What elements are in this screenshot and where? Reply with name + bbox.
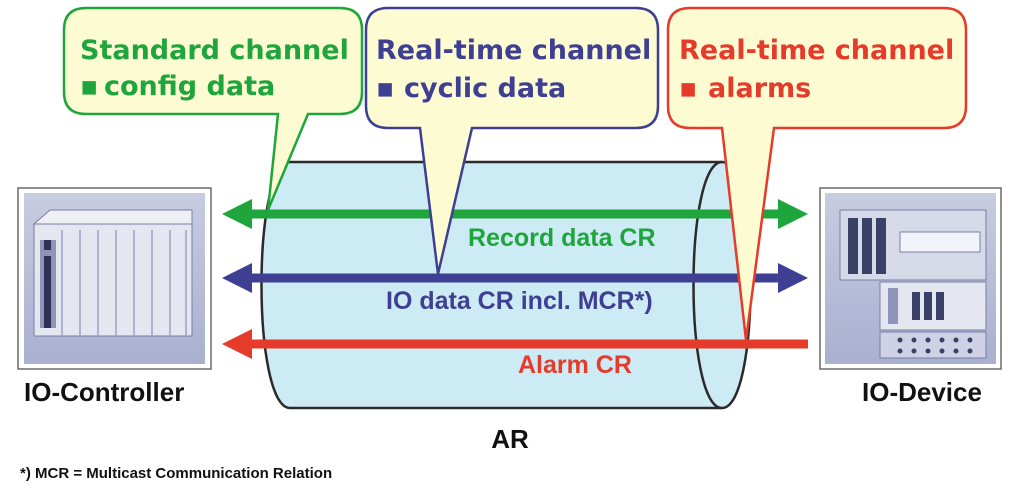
io-device-label: IO-Device — [862, 377, 982, 407]
bubble-alarms-item: alarms — [708, 73, 811, 104]
bubble-alarms-title: Real-time channel — [679, 35, 954, 66]
bubble-realtime-alarms: Real-time channel ▪ alarms — [666, 6, 968, 341]
ar-cylinder — [260, 160, 752, 410]
bubble-realtime-cyclic: Real-time channel ▪ cyclic data — [364, 6, 660, 275]
alarm-cr-label: Alarm CR — [518, 351, 632, 379]
bubble-standard-title: Standard channel — [80, 35, 349, 66]
footnote: *) MCR = Multicast Communication Relatio… — [20, 465, 332, 482]
bullet-icon: ▪ — [679, 73, 697, 104]
bubble-standard-item: config data — [104, 71, 275, 102]
record-data-arrow — [222, 199, 808, 229]
io-data-cr-label: IO data CR incl. MCR*) — [386, 287, 653, 315]
alarm-arrow — [222, 329, 808, 359]
io-data-arrow — [222, 263, 808, 293]
io-device-image — [819, 187, 1002, 370]
bullet-icon: ▪ — [376, 73, 394, 104]
io-controller-label: IO-Controller — [24, 377, 184, 407]
bubble-cyclic-title: Real-time channel — [376, 35, 651, 66]
record-data-cr-label: Record data CR — [468, 224, 656, 252]
bubble-standard-channel: Standard channel ▪ config data — [62, 6, 364, 211]
bubble-cyclic-item: cyclic data — [404, 73, 566, 104]
ar-label: AR — [491, 424, 529, 454]
io-controller-image — [17, 187, 212, 370]
bullet-icon: ▪ — [80, 71, 98, 102]
